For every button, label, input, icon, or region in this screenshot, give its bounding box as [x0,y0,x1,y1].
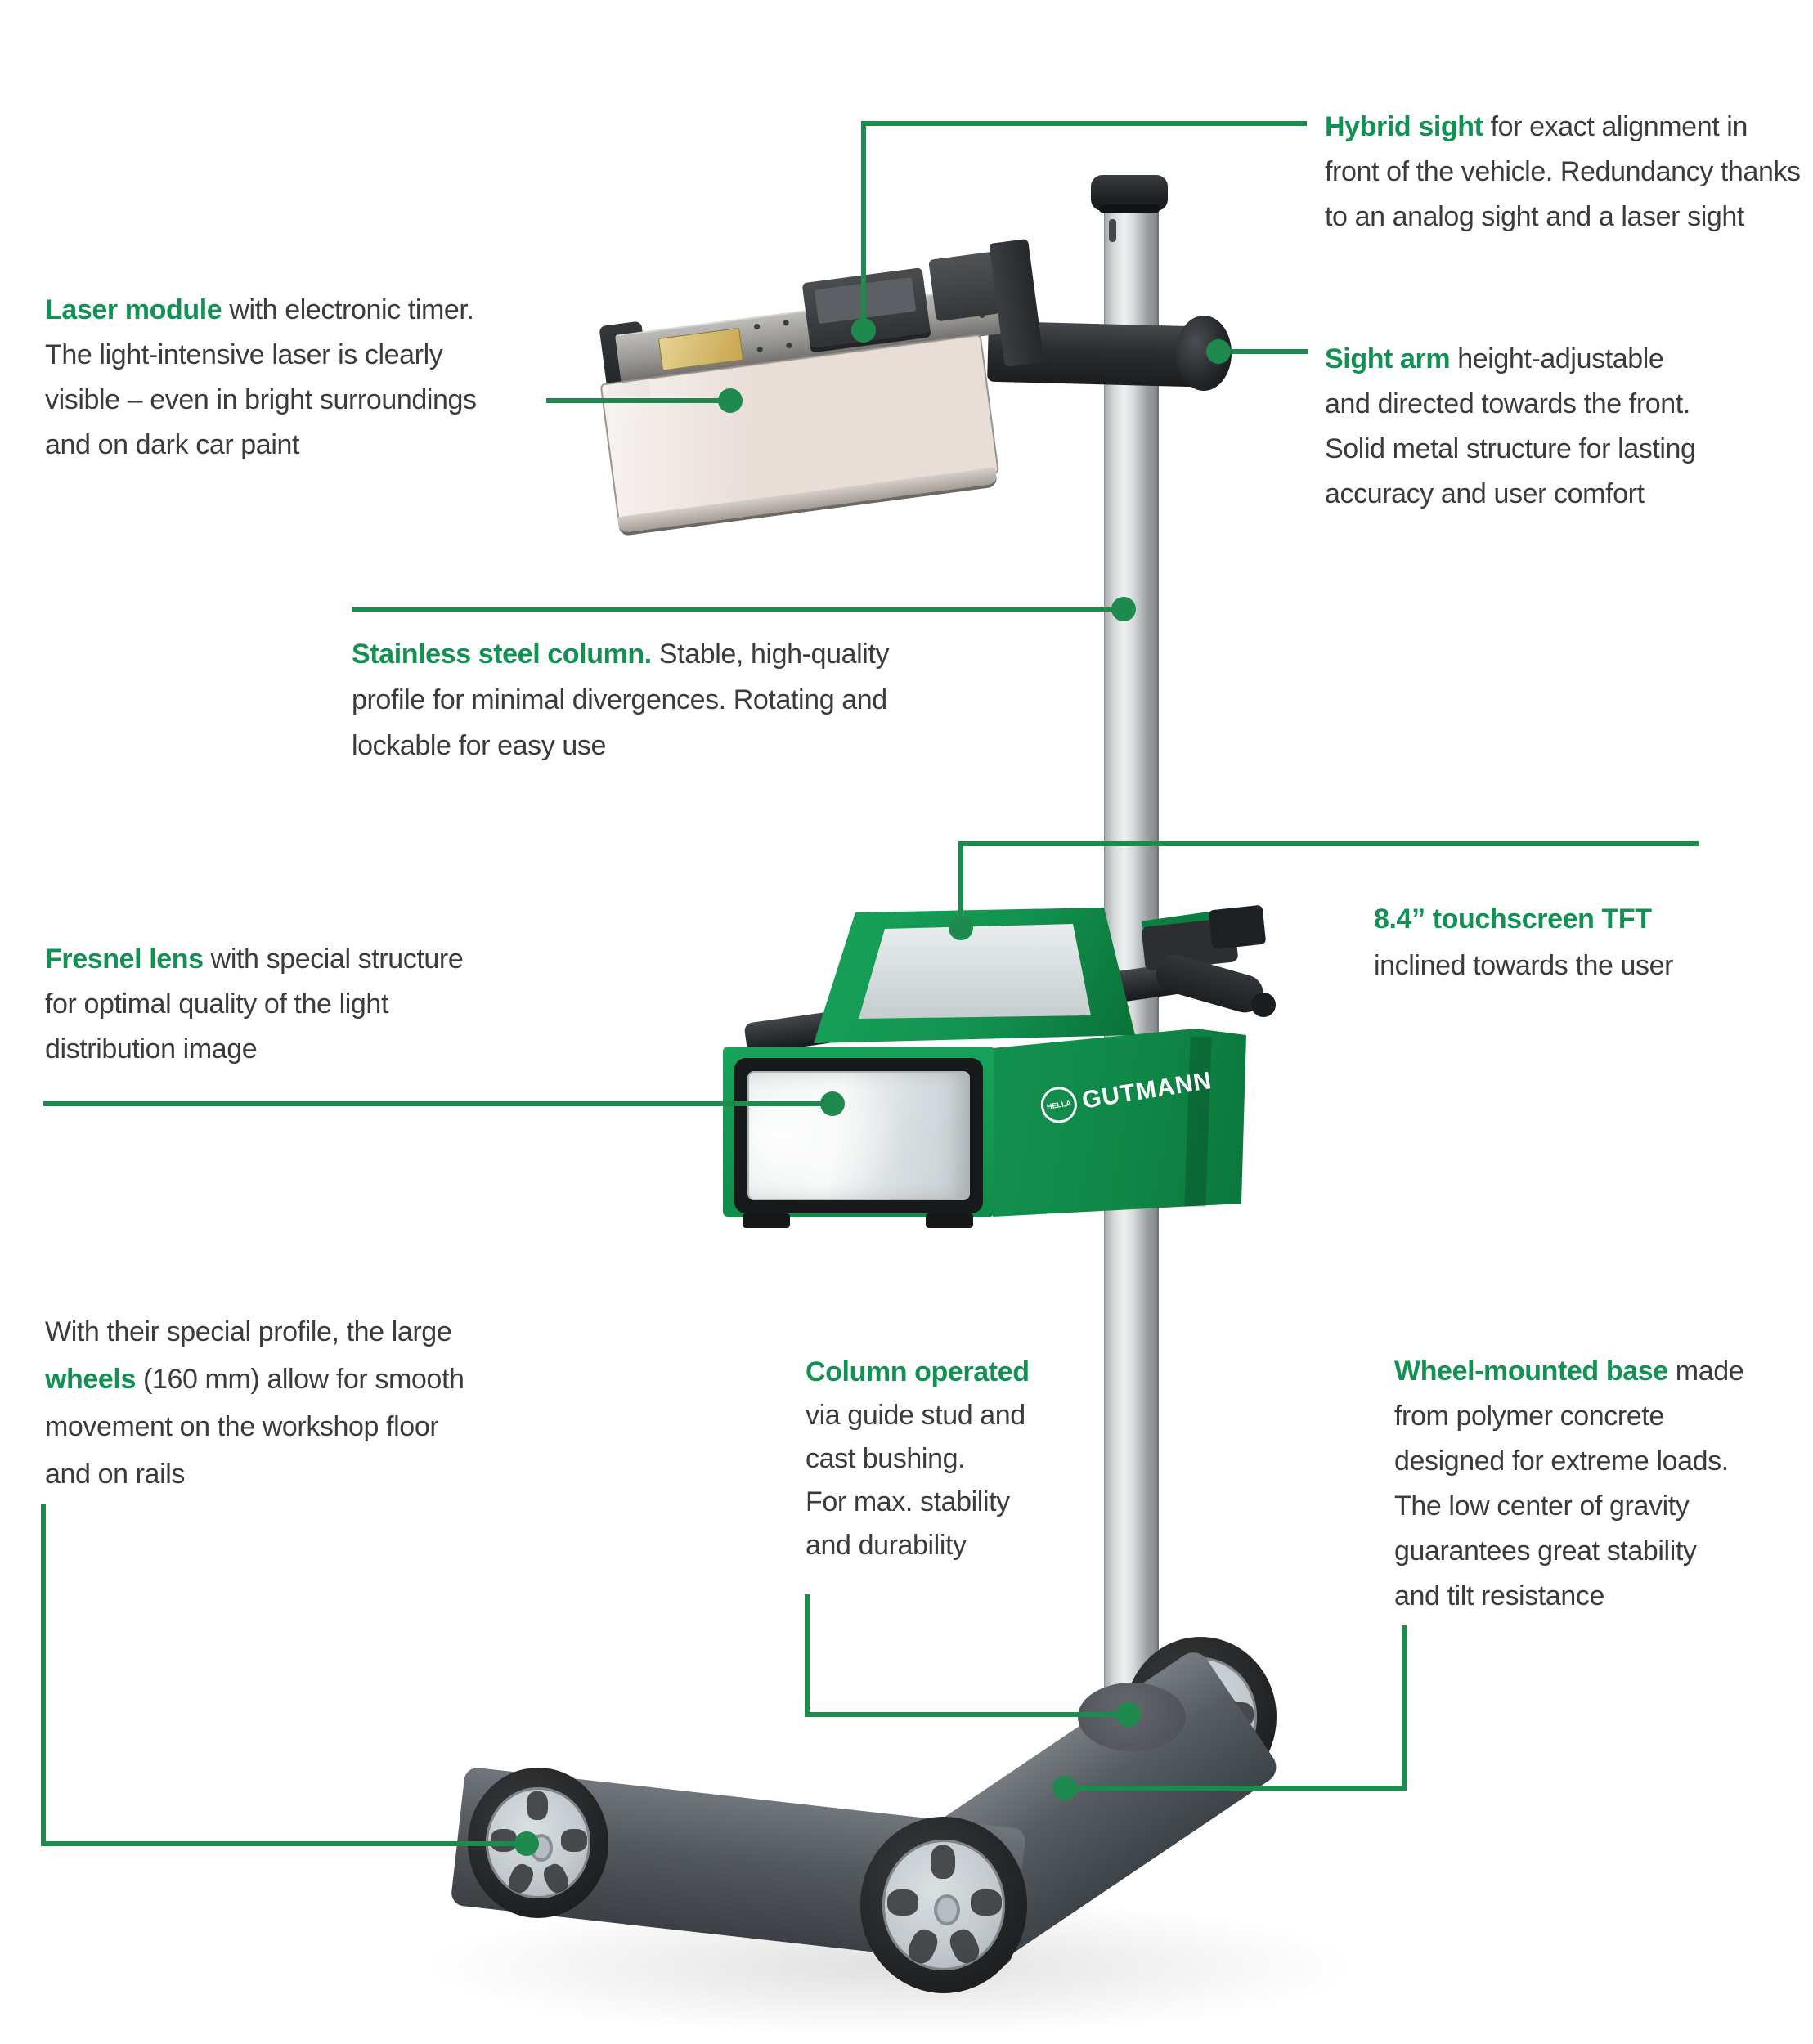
locking-lever-tip [1251,993,1276,1017]
callout-text-line: cast bushing. [806,1443,966,1474]
callout-text-line: via guide stud and [806,1400,1025,1431]
callout-text-fresnel-lens: Fresnel lens with special structure for o… [45,937,464,1072]
callout-text-line: and on dark car paint [45,429,300,460]
callout-text-line: wheels (160 mm) allow for smooth [45,1364,464,1395]
callout-text-stainless-column: Stainless steel column. Stable, high-qua… [352,631,889,769]
callout-line-touchscreen-v [958,841,963,928]
callout-text-line: guarantees great stability [1394,1535,1697,1567]
callout-text-wheel-mounted-base: Wheel-mounted base made from polymer conc… [1394,1349,1744,1619]
callout-dot-touchscreen [949,916,973,940]
callout-text-line: from polymer concrete [1394,1401,1664,1432]
callout-text-hybrid-sight: Hybrid sight for exact alignment in front… [1325,105,1801,240]
callout-text-line: With their special profile, the large [45,1316,452,1347]
callout-text-line: and directed towards the front. [1325,388,1690,419]
callout-dot-sight-arm [1206,339,1231,364]
callout-text-line: profile for minimal divergences. Rotatin… [352,684,887,715]
callout-text-line: Stainless steel column. Stable, high-qua… [352,639,890,670]
callout-line-wheel-base-v [1402,1625,1407,1791]
main-unit-side-panel [993,1029,1246,1217]
callout-line-fresnel-lens [43,1101,832,1106]
callout-dot-wheels [514,1831,539,1856]
callout-text-laser-module: Laser module with electronic timer. The l… [45,288,477,468]
sight-mount-module [928,251,1002,322]
callout-text-line: Laser module with electronic timer. [45,294,474,325]
callout-line-stainless-column [352,607,1124,612]
callout-line-touchscreen-h [958,841,1699,846]
callout-text-column-operated: Column operated via guide stud and cast bu… [806,1351,1030,1567]
callout-text-line: Hybrid sight for exact alignment in [1325,111,1748,142]
main-unit-foot [743,1213,790,1228]
callout-text-sight-arm: Sight arm height-adjustable and directed … [1325,337,1696,517]
callout-text-line: The low center of gravity [1394,1490,1690,1522]
hella-logo-circle: HELLA [1038,1084,1080,1126]
callout-text-line: movement on the workshop floor [45,1411,439,1442]
arm-mount-bracket [989,238,1044,367]
callout-text-line: For max. stability [806,1486,1010,1517]
callout-text-line: lockable for easy use [352,730,606,761]
callout-text-line: distribution image [45,1033,258,1065]
callout-text-line: 8.4” touchscreen TFT [1374,903,1652,935]
callout-text-line: visible – even in bright surroundings [45,384,477,415]
column-guide-slot [1109,219,1116,242]
callout-dot-wheel-base [1052,1776,1077,1800]
callout-text-line: Fresnel lens with special structure [45,944,464,975]
column-top-knob-lip [1099,204,1160,213]
callout-line-hybrid-sight-h [861,121,1307,126]
callout-line-wheels-h [41,1841,527,1846]
column-clamp-block [1208,904,1267,950]
callout-line-column-operated-v [805,1594,810,1717]
callout-text-line: and tilt resistance [1394,1580,1604,1611]
callout-text-line: Sight arm height-adjustable [1325,343,1664,374]
callout-line-sight-arm [1218,349,1308,354]
callout-text-touchscreen: 8.4” touchscreen TFT inclined towards the… [1374,896,1673,989]
callout-text-line: front of the vehicle. Redundancy thanks [1325,156,1801,187]
fresnel-lens [747,1071,970,1200]
callout-text-line: The light-intensive laser is clearly [45,339,443,370]
main-unit-foot [926,1213,973,1228]
callout-text-line: Column operated [806,1356,1030,1387]
callout-text-wheels: With their special profile, the large whe… [45,1308,464,1498]
callout-text-line: inclined towards the user [1374,950,1674,981]
callout-text-line: Wheel-mounted base made [1394,1356,1744,1387]
wheel-front-center [860,1817,1027,1993]
callout-dot-hybrid-sight [851,318,876,343]
callout-dot-stainless-column [1111,597,1136,621]
laser-module-assembly [599,233,1081,550]
callout-line-laser-module [546,398,730,403]
callout-text-line: and on rails [45,1459,185,1490]
callout-line-column-operated-h [805,1712,1129,1717]
hella-logo-text: HELLA [1046,1099,1072,1111]
callout-text-line: Solid metal structure for lasting [1325,433,1696,464]
touchscreen-display [859,924,1091,1019]
callout-dot-column-operated [1116,1702,1141,1727]
callout-dot-laser-module [718,388,743,413]
callout-line-hybrid-sight-v [861,121,866,330]
callout-text-line: designed for extreme loads. [1394,1446,1729,1477]
gutmann-logo-text: GUTMANN [1079,1067,1214,1114]
callout-dot-fresnel-lens [820,1091,845,1116]
callout-text-line: accuracy and user comfort [1325,478,1645,509]
wheel-hub-center [933,1894,961,1926]
callout-text-line: and durability [806,1530,967,1561]
callout-line-wheel-base-h [1065,1786,1407,1791]
callout-text-line: for optimal quality of the light [45,988,388,1020]
callout-line-wheels-v [41,1504,46,1846]
callout-text-line: to an analog sight and a laser sight [1325,201,1744,232]
